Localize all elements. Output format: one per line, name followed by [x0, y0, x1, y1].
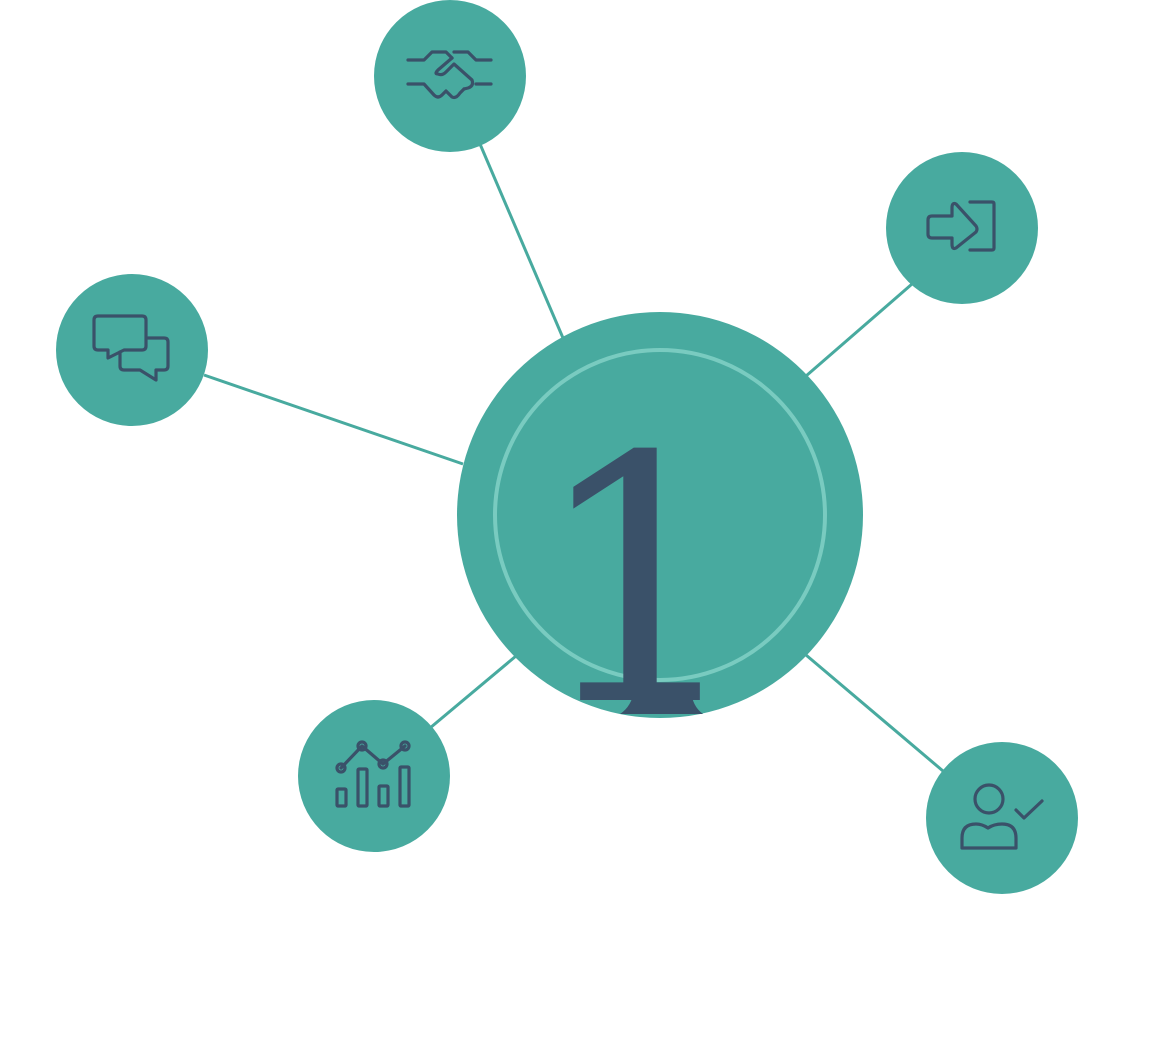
- node-login[interactable]: [886, 152, 1038, 304]
- analytics-chart-icon: [335, 740, 411, 808]
- center-inner-ring: [493, 348, 827, 682]
- node-login-circle: [886, 152, 1038, 304]
- center-circle: [457, 312, 863, 718]
- node-handshake-circle: [374, 0, 526, 152]
- connector-analytics: [429, 654, 517, 730]
- node-user-circle: [926, 742, 1078, 894]
- connectors: [203, 143, 944, 773]
- node-chat[interactable]: [56, 274, 208, 426]
- connector-handshake: [478, 143, 565, 339]
- login-arrow-icon: [926, 200, 996, 252]
- center-hub: 1: [457, 312, 863, 781]
- user-check-icon: [960, 783, 1044, 850]
- center-number: 1: [532, 385, 748, 781]
- handshake-icon: [406, 50, 493, 100]
- connector-chat: [203, 373, 464, 466]
- node-analytics[interactable]: [298, 700, 450, 852]
- connector-login: [805, 282, 913, 378]
- chat-bubbles-icon: [92, 314, 170, 382]
- node-user[interactable]: [926, 742, 1078, 894]
- center-number-base: [620, 690, 703, 714]
- node-analytics-circle: [298, 700, 450, 852]
- node-handshake[interactable]: [374, 0, 526, 152]
- connector-user: [805, 653, 944, 773]
